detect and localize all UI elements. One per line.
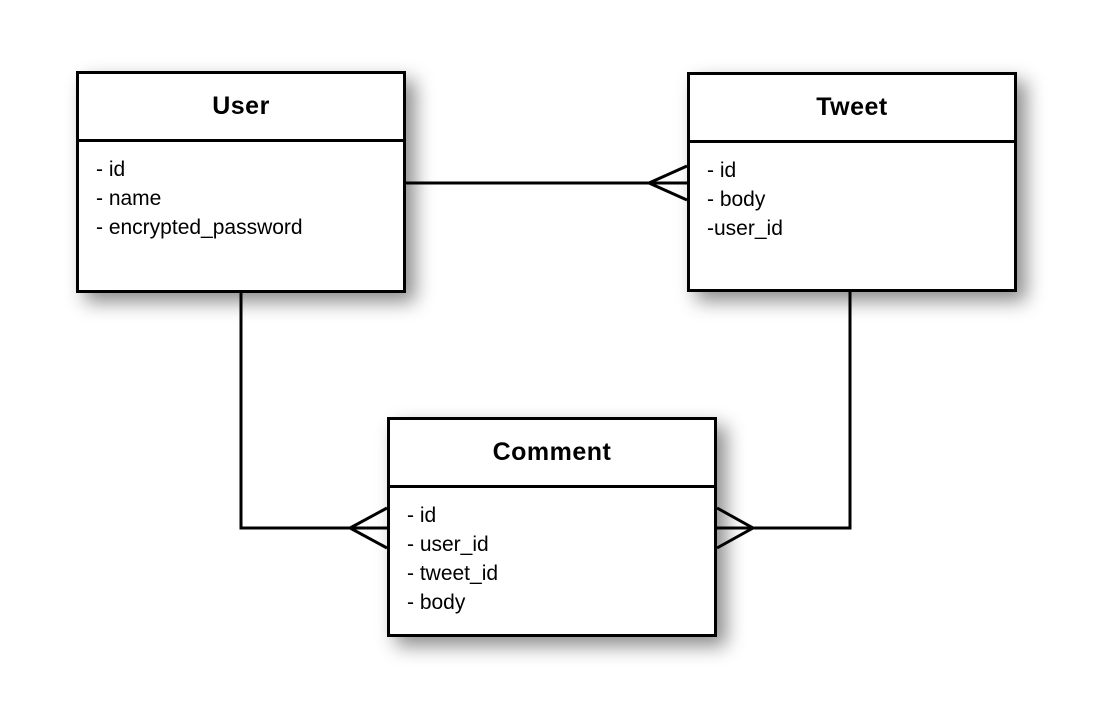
entity-field: - id	[707, 159, 737, 182]
entity-comment: Comment - id - user_id - tweet_id - body	[387, 417, 717, 637]
entity-field-list: - id - user_id - tweet_id - body	[390, 488, 714, 617]
entity-field: -user_id	[707, 217, 783, 240]
crow-foot-many-icon	[716, 506, 757, 550]
crow-foot-many-icon	[645, 164, 688, 202]
entity-field: - body	[407, 591, 466, 614]
entity-field: - id	[96, 158, 126, 181]
entity-field: - name	[96, 187, 162, 210]
entity-field: - user_id	[407, 533, 489, 556]
connector-tweet-comment	[716, 291, 852, 550]
entity-user: User - id - name - encrypted_password	[76, 71, 406, 293]
entity-title: User	[79, 74, 403, 142]
entity-title: Comment	[390, 420, 714, 488]
entity-field: - tweet_id	[407, 562, 499, 585]
entity-tweet: Tweet - id - body -user_id	[687, 72, 1017, 292]
connector-user-tweet	[405, 164, 688, 202]
entity-title: Tweet	[690, 75, 1014, 143]
connector-line	[717, 291, 852, 530]
entity-field-list: - id - body -user_id	[690, 143, 1014, 243]
entity-field: - body	[707, 188, 766, 211]
entity-field: - encrypted_password	[96, 216, 303, 239]
entity-field-list: - id - name - encrypted_password	[79, 142, 403, 242]
connector-user-comment	[239, 292, 388, 550]
crow-foot-many-icon	[346, 506, 388, 550]
connector-line	[239, 292, 387, 530]
entity-field: - id	[407, 504, 437, 527]
